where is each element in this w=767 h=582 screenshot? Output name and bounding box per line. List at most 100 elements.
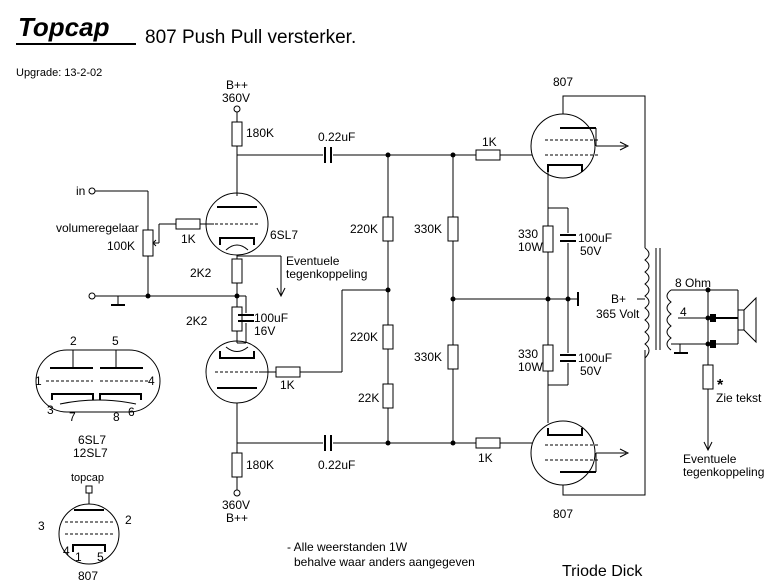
tube-6sl7-upper-cathode — [219, 237, 255, 245]
bpp-top-voltage: 360V — [222, 91, 250, 105]
tube-driver-label: 6SL7 — [270, 228, 298, 242]
bpp-bottom-voltage: 360V — [222, 498, 250, 512]
output-feedback-label-1: Eventuele — [683, 452, 737, 466]
resistor-grid-807-top — [447, 216, 459, 242]
resistor-divider-top — [382, 216, 394, 242]
r-stopper-top-label: 1K — [482, 135, 497, 149]
author-signature: Triode Dick — [562, 563, 643, 580]
output-8ohm-label: 8 Ohm — [675, 276, 711, 290]
resistor-grid-top — [175, 218, 201, 230]
resistor-anode-bottom — [231, 452, 243, 478]
zie-tekst-label: Zie tekst — [716, 391, 762, 405]
r-divider-top-label: 220K — [350, 222, 378, 236]
resistor-stopper-top — [475, 149, 501, 161]
pin6-4: 4 — [148, 374, 155, 388]
pinout-6sl7-envelope — [35, 349, 161, 413]
pin6-3: 3 — [47, 403, 54, 417]
pin6-7: 7 — [69, 410, 76, 424]
tube-6sl7-lower-cathode — [219, 351, 255, 359]
tube-807-top-label: 807 — [553, 75, 573, 89]
resistor-cathode-bottom — [231, 306, 243, 332]
input-terminal[interactable] — [88, 187, 96, 195]
resistor-grid-807-bottom — [447, 344, 459, 370]
page-title: 807 Push Pull versterker. — [145, 27, 356, 48]
ot-secondary-coil — [666, 289, 672, 351]
bplus-label: B+ — [611, 292, 626, 306]
resistor-feedback-out — [702, 364, 714, 390]
r-divider-low-label: 22K — [358, 391, 379, 405]
r-divider-mid-label: 220K — [350, 330, 378, 344]
bpp-bottom-label: B++ — [226, 511, 248, 525]
tube-807-bottom — [530, 420, 596, 486]
resistor-cathode-807-bottom — [542, 344, 554, 372]
r-grid-a-label: 330K — [414, 222, 442, 236]
r-cath-807-top-w: 10W — [518, 240, 543, 254]
bpp-top-label: B++ — [226, 78, 248, 92]
c-coupling-top-label: 0.22uF — [318, 130, 355, 144]
c-cathode-6sl7-label: 100uF — [254, 311, 288, 325]
pin6-5: 5 — [112, 334, 119, 348]
r-anode-bottom-label: 180K — [246, 458, 274, 472]
bplus-voltage: 365 Volt — [596, 307, 640, 321]
output-4-label: 4 — [680, 305, 687, 319]
r-grid-top-label: 1K — [181, 232, 196, 246]
output-feedback-label-2: tegenkoppeling — [683, 465, 764, 479]
feedback-label-1: Eventuele — [286, 254, 340, 268]
r-cath-807-top-label: 330 — [518, 227, 538, 241]
resistor-grid-bottom — [275, 366, 301, 378]
ground-terminal[interactable] — [88, 292, 96, 300]
resistor-divider-low — [382, 383, 394, 409]
ot-primary-top-lead — [562, 95, 646, 248]
c-cathode-6sl7-voltage: 16V — [254, 324, 275, 338]
r-cath-807-bottom-label: 330 — [518, 347, 538, 361]
pin6-1: 1 — [35, 374, 42, 388]
bpp-bottom-terminal — [233, 489, 241, 497]
feedback-label-2: tegenkoppeling — [286, 267, 367, 281]
feedback-star: * — [717, 377, 724, 394]
resistor-anode-top — [231, 121, 243, 147]
note-line-1: - Alle weerstanden 1W — [287, 540, 408, 554]
resistor-cathode-top — [231, 258, 243, 284]
r-stopper-bottom-label: 1K — [478, 451, 493, 465]
pin807-3: 3 — [38, 519, 45, 533]
r-grid-b-label: 330K — [414, 350, 442, 364]
pot-label: volumeregelaar — [56, 221, 139, 235]
resistor-cathode-807-top — [542, 225, 554, 253]
upgrade-date: Upgrade: 13-2-02 — [16, 67, 102, 79]
ot-primary-bottom-lead — [562, 350, 646, 496]
brand-title: Topcap — [18, 12, 110, 42]
tube-807-bottom-label: 807 — [553, 507, 573, 521]
pinout-807-name: 807 — [78, 569, 98, 582]
r-anode-top-label: 180K — [246, 126, 274, 140]
c-807-bottom-label: 100uF — [578, 351, 612, 365]
pin807-4: 4 — [63, 544, 70, 558]
bpp-top-terminal — [233, 105, 241, 113]
tube-807-bottom-cathode — [547, 428, 583, 436]
volume-pot[interactable] — [142, 229, 154, 257]
pin6-8: 8 — [113, 410, 120, 424]
tube-807-top-cathode — [547, 164, 583, 172]
input-label: in — [76, 184, 85, 198]
pin807-5: 5 — [97, 550, 104, 564]
ot-primary-coil — [644, 247, 650, 359]
pinout-12sl7-name: 12SL7 — [73, 446, 108, 460]
c-807-top-label: 100uF — [578, 231, 612, 245]
pin6-6: 6 — [128, 405, 135, 419]
resistor-divider-mid — [382, 324, 394, 350]
pin807-1: 1 — [75, 550, 82, 564]
pot-value: 100K — [107, 239, 135, 253]
tube-807-top — [530, 113, 596, 179]
pinout-807-topcap: topcap — [71, 472, 104, 484]
pin807-2: 2 — [125, 513, 132, 527]
speaker-icon — [737, 309, 745, 331]
note-line-2: behalve waar anders aangegeven — [294, 555, 475, 569]
resistor-stopper-bottom — [475, 437, 501, 449]
r-cathode-bottom-label: 2K2 — [186, 314, 208, 328]
r-cathode-top-label: 2K2 — [190, 266, 212, 280]
pinout-6sl7-name: 6SL7 — [78, 433, 106, 447]
c-807-top-voltage: 50V — [580, 244, 601, 258]
r-cath-807-bottom-w: 10W — [518, 360, 543, 374]
c-coupling-bottom-label: 0.22uF — [318, 458, 355, 472]
c-807-bottom-voltage: 50V — [580, 364, 601, 378]
